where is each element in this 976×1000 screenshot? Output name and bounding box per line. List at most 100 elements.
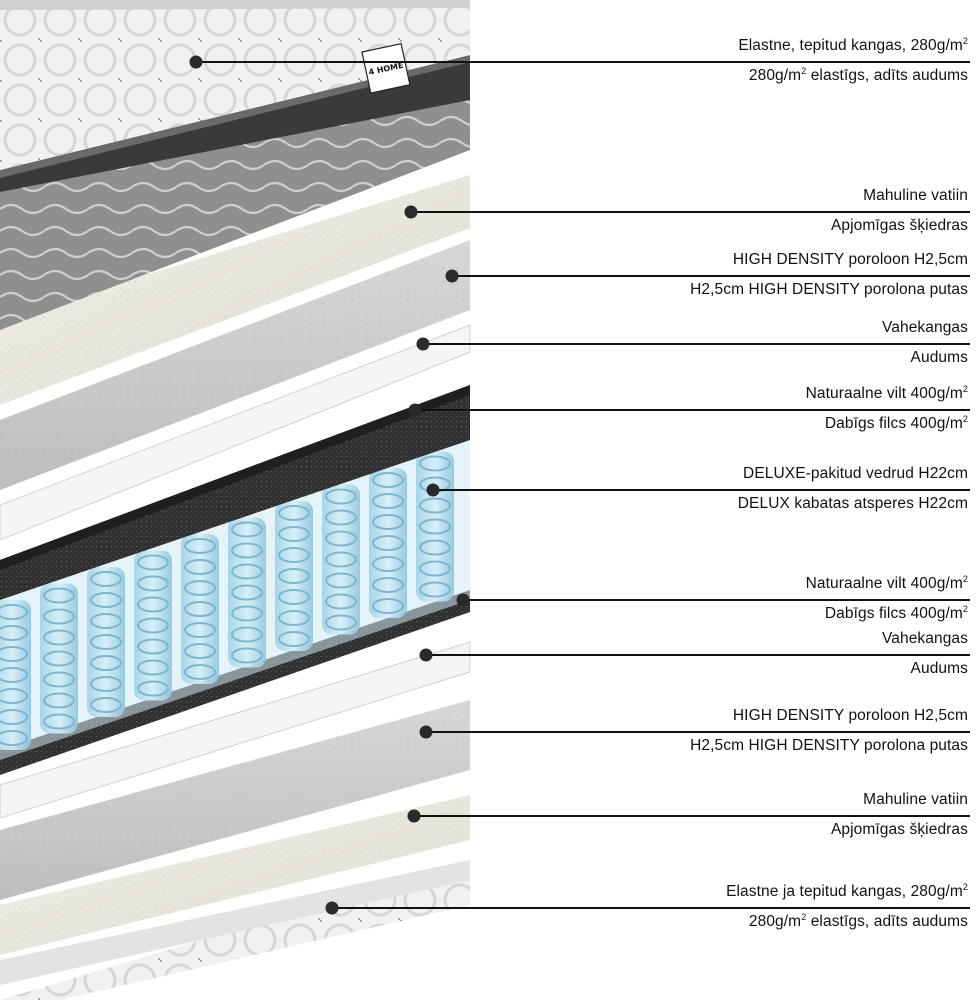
leader-dot (416, 337, 430, 351)
leader-dot (408, 403, 422, 417)
spring-coil (184, 538, 216, 554)
pocket-spring (369, 468, 407, 618)
spring-coil (278, 610, 310, 626)
leader-dot (189, 55, 203, 69)
layer-label-et: Naturaalne vilt 400g/m2 (805, 384, 968, 403)
spring-coil (0, 730, 28, 746)
spring-coil (0, 646, 28, 662)
spring-coil (278, 526, 310, 542)
layer-label-lv: Dabīgs filcs 400g/m2 (824, 414, 968, 433)
spring-coil (231, 542, 263, 559)
layer-label-lv: DELUX kabatas atsperes H22cm (737, 495, 968, 512)
spring-coil (43, 629, 75, 646)
spring-coil (90, 655, 122, 671)
spring-coil (278, 568, 310, 584)
spring-coil (0, 709, 28, 725)
spring-coil (325, 509, 357, 526)
spring-coil (372, 535, 404, 551)
leader-dot (404, 205, 418, 219)
spring-coil (419, 581, 451, 598)
spring-coil (419, 518, 451, 535)
layer-label-et: HIGH DENSITY poroloon H2,5cm (732, 251, 968, 268)
spring-coil (90, 571, 122, 587)
layer-label-lv: H2,5cm HIGH DENSITY porolona putas (690, 281, 968, 298)
pocket-spring-unit (0, 440, 470, 760)
spring-coil (419, 539, 451, 556)
layer-label-et: Naturaalne vilt 400g/m2 (805, 574, 968, 593)
spring-coil (137, 596, 169, 613)
spring-coil (184, 580, 216, 596)
layer-label-et: Mahuline vatiin (863, 187, 968, 204)
leader-dot (407, 809, 421, 823)
spring-coil (137, 575, 169, 592)
spring-coil (43, 650, 75, 667)
layer-label-lv: Apjomīgas šķiedras (830, 217, 968, 234)
layer-label-lv: Audums (910, 349, 968, 366)
spring-coil (0, 667, 28, 683)
spring-coil (184, 622, 216, 638)
spring-coil (90, 676, 122, 692)
spring-coil (0, 688, 28, 704)
spring-coil (231, 647, 263, 664)
spring-coil (90, 592, 122, 608)
spring-coil (184, 664, 216, 680)
bottom-fabric-layer (0, 641, 471, 819)
spring-coil (231, 521, 263, 538)
spring-coil (325, 488, 357, 505)
top-fabric-layer (0, 324, 471, 541)
pocket-spring (40, 583, 78, 734)
pocket-spring (181, 534, 219, 684)
spring-coil (278, 589, 310, 605)
spring-coil (43, 587, 75, 604)
spring-coil (137, 680, 169, 697)
spring-coil (278, 505, 310, 521)
spring-coil (90, 634, 122, 650)
spring-coil (419, 497, 451, 514)
layer-label-et: Mahuline vatiin (863, 791, 968, 808)
spring-coil (231, 563, 263, 580)
spring-coil (43, 692, 75, 709)
top-mattress-cover (0, 0, 470, 330)
spring-coil (0, 604, 28, 620)
layer-label-lv: Audums (910, 660, 968, 677)
bottom-quilted-cover (0, 860, 470, 1000)
spring-coil (43, 608, 75, 625)
spring-coil (372, 514, 404, 530)
spring-coil (419, 560, 451, 577)
top-wadding-layer (0, 175, 470, 405)
layer-label-lv: 280g/m2 elastīgs, adīts audums (748, 66, 968, 85)
spring-coil (137, 638, 169, 655)
spring-coil (184, 601, 216, 617)
top-foam-layer (0, 240, 470, 490)
bottom-foam-layer (0, 700, 470, 900)
spring-coil (325, 551, 357, 568)
spring-coil (231, 626, 263, 643)
top-felt-layer (0, 385, 470, 600)
pocket-spring (134, 550, 172, 701)
spring-coil (184, 559, 216, 575)
spring-coil (278, 547, 310, 563)
spring-coil (419, 455, 451, 472)
spring-coil (372, 598, 404, 614)
leader-dot (419, 648, 433, 662)
spring-coil (137, 659, 169, 676)
spring-coil (372, 472, 404, 488)
spring-coil (184, 643, 216, 659)
layer-label-lv: Dabīgs filcs 400g/m2 (824, 604, 968, 623)
spring-coil (278, 631, 310, 647)
pocket-spring (416, 451, 454, 602)
spring-coil (372, 556, 404, 572)
spring-coil (90, 613, 122, 629)
layer-label-lv: Apjomīgas šķiedras (830, 821, 968, 838)
brand-logo: 4 HOME (361, 42, 411, 94)
spring-coil (43, 713, 75, 730)
leader-dot (325, 901, 339, 915)
spring-coil (325, 572, 357, 589)
spring-coil (43, 671, 75, 688)
layer-label-et: Vahekangas (881, 319, 968, 336)
spring-coil (325, 530, 357, 547)
spring-coil (372, 493, 404, 509)
layer-label-lv: 280g/m2 elastīgs, adīts audums (748, 912, 968, 931)
spring-coil (325, 614, 357, 631)
